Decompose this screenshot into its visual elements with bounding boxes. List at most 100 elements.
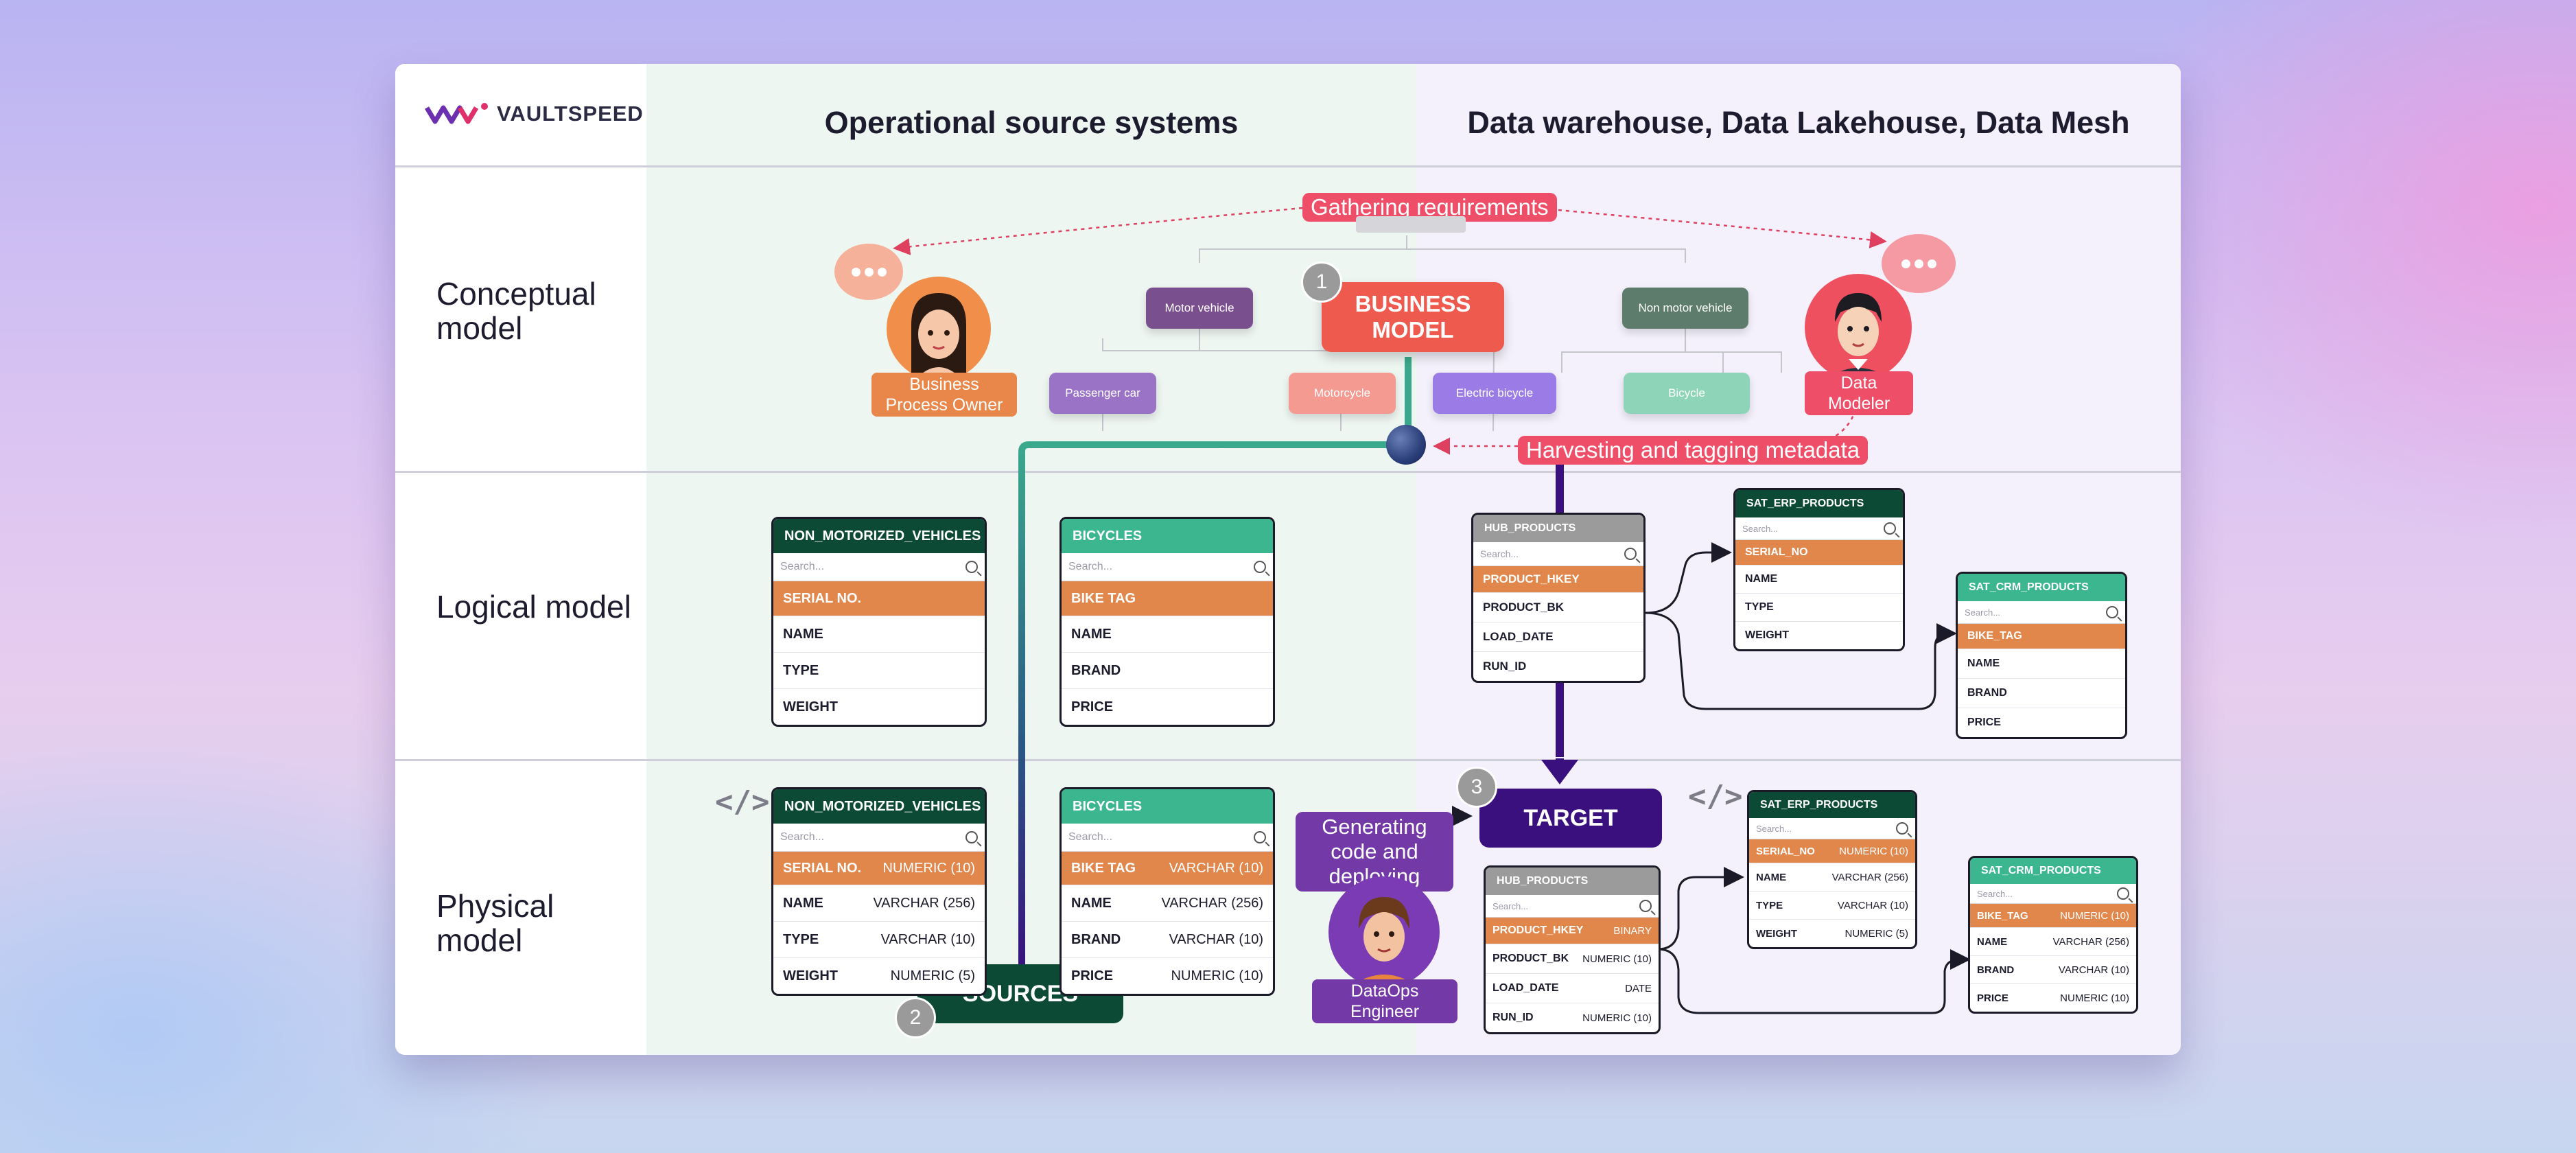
table-row: WEIGHT bbox=[1735, 622, 1903, 649]
table-title: NON_MOTORIZED_VEHICLES bbox=[773, 519, 985, 553]
table-row: SERIAL_NO NUMERIC (10) bbox=[1749, 839, 1915, 863]
field-name: LOAD_DATE bbox=[1483, 630, 1554, 643]
table-row: NAME bbox=[773, 616, 985, 653]
search-placeholder: Search... bbox=[1756, 823, 1792, 834]
code-icon: </> bbox=[1688, 779, 1743, 814]
node-motor-vehicle: Motor vehicle bbox=[1146, 288, 1253, 329]
table-title: HUB_PRODUCTS bbox=[1473, 515, 1643, 542]
vaultspeed-logo: VAULTSPEED bbox=[424, 101, 644, 127]
field-name: PRODUCT_HKEY bbox=[1492, 924, 1584, 936]
field-type: NUMERIC (10) bbox=[1171, 968, 1263, 983]
metadata-junction-node bbox=[1386, 425, 1426, 465]
search-icon bbox=[1639, 900, 1652, 912]
table-row: WEIGHT bbox=[773, 689, 985, 725]
node-passenger-car: Passenger car bbox=[1049, 373, 1156, 414]
field-name: NAME bbox=[1071, 895, 1112, 911]
target-box: TARGET bbox=[1479, 789, 1662, 848]
field-name: WEIGHT bbox=[1745, 629, 1789, 641]
dataops-engineer-avatar-icon bbox=[1349, 897, 1419, 988]
business-model-box: BUSINESS MODEL bbox=[1322, 282, 1504, 352]
search-icon bbox=[1254, 831, 1266, 843]
table-row: PRODUCT_BK bbox=[1473, 593, 1643, 622]
top-hierarchy-node bbox=[1356, 216, 1466, 233]
search-icon bbox=[965, 831, 978, 843]
field-name: PRICE bbox=[1071, 699, 1114, 714]
table-search[interactable]: Search... bbox=[1486, 895, 1659, 918]
field-name: SERIAL_NO bbox=[1745, 546, 1808, 558]
search-icon bbox=[2117, 887, 2129, 900]
table-row: NAME VARCHAR (256) bbox=[1062, 885, 1273, 922]
table-row: BRAND bbox=[1062, 653, 1273, 689]
table-search[interactable]: Search... bbox=[1062, 824, 1273, 852]
row-label-physical: Physical model bbox=[436, 888, 554, 958]
field-name: WEIGHT bbox=[783, 699, 838, 714]
field-name: WEIGHT bbox=[1756, 927, 1797, 940]
table-search[interactable]: Search... bbox=[1062, 553, 1273, 581]
table-search[interactable]: Search... bbox=[773, 824, 985, 852]
woman-avatar-icon bbox=[907, 293, 970, 381]
field-name: BRAND bbox=[1977, 964, 2015, 976]
table-row: PRICE bbox=[1062, 689, 1273, 725]
field-type: NUMERIC (10) bbox=[1839, 845, 1908, 857]
table-search[interactable]: Search... bbox=[1735, 517, 1903, 540]
step-1-badge: 1 bbox=[1301, 261, 1342, 303]
logical-table-sat-crm-products: SAT_CRM_PRODUCTS Search... BIKE_TAG NAME… bbox=[1956, 572, 2127, 739]
search-placeholder: Search... bbox=[780, 561, 825, 572]
search-placeholder: Search... bbox=[1068, 831, 1113, 843]
field-name: TYPE bbox=[1745, 601, 1774, 613]
table-row: RUN_ID bbox=[1473, 652, 1643, 681]
table-search[interactable]: Search... bbox=[1958, 601, 2125, 624]
field-type: VARCHAR (256) bbox=[1831, 871, 1908, 883]
field-name: BRAND bbox=[1967, 687, 2007, 699]
man-avatar-icon bbox=[1824, 293, 1893, 381]
field-type: VARCHAR (256) bbox=[1161, 895, 1263, 911]
logical-table-bicycles: BICYCLES Search... BIKE TAG NAME BRAND P… bbox=[1059, 517, 1275, 727]
generating-code-label: Generating code and deploying bbox=[1296, 812, 1453, 892]
table-search[interactable]: Search... bbox=[773, 553, 985, 581]
search-placeholder: Search... bbox=[780, 831, 825, 843]
table-title: NON_MOTORIZED_VEHICLES bbox=[773, 789, 985, 824]
table-row: PRICE bbox=[1958, 708, 2125, 737]
field-type: VARCHAR (10) bbox=[2058, 964, 2129, 976]
field-name: PRODUCT_BK bbox=[1492, 953, 1569, 964]
field-name: TYPE bbox=[783, 931, 819, 947]
field-name: NAME bbox=[1071, 626, 1112, 642]
table-row: BIKE_TAG bbox=[1958, 624, 2125, 649]
field-name: NAME bbox=[1977, 935, 2008, 948]
table-search[interactable]: Search... bbox=[1473, 542, 1643, 566]
field-name: NAME bbox=[1745, 573, 1778, 585]
field-type: BINARY bbox=[1613, 924, 1652, 937]
field-type: VARCHAR (10) bbox=[880, 931, 975, 947]
table-row: NAME bbox=[1062, 616, 1273, 653]
field-name: BIKE_TAG bbox=[1977, 909, 2028, 922]
table-row: TYPE VARCHAR (10) bbox=[773, 922, 985, 958]
table-row: SERIAL NO. bbox=[773, 581, 985, 616]
field-name: RUN_ID bbox=[1483, 660, 1527, 673]
field-name: RUN_ID bbox=[1492, 1012, 1534, 1023]
table-row: NAME bbox=[1735, 566, 1903, 594]
divider-header bbox=[395, 165, 2181, 167]
search-placeholder: Search... bbox=[1977, 888, 2013, 899]
field-name: PRODUCT_BK bbox=[1483, 601, 1565, 614]
field-name: WEIGHT bbox=[783, 968, 838, 983]
table-row: PRODUCT_HKEY bbox=[1473, 566, 1643, 593]
table-row: SERIAL_NO bbox=[1735, 540, 1903, 566]
logical-table-non-motorized-vehicles: NON_MOTORIZED_VEHICLES Search... SERIAL … bbox=[771, 517, 987, 727]
table-search[interactable]: Search... bbox=[1749, 818, 1915, 839]
divider-conceptual bbox=[395, 471, 2181, 473]
table-title: SAT_ERP_PRODUCTS bbox=[1749, 792, 1915, 818]
field-name: SERIAL_NO bbox=[1756, 845, 1815, 857]
node-motorcycle: Motorcycle bbox=[1289, 373, 1396, 414]
table-row: BIKE TAG bbox=[1062, 581, 1273, 616]
source-column-title: Operational source systems bbox=[824, 105, 1239, 140]
speech-bubble-icon bbox=[834, 244, 903, 300]
field-name: BRAND bbox=[1071, 931, 1121, 947]
table-search[interactable]: Search... bbox=[1970, 884, 2136, 904]
target-column-title: Data warehouse, Data Lakehouse, Data Mes… bbox=[1467, 105, 2130, 140]
physical-table-non-motorized-vehicles: NON_MOTORIZED_VEHICLES Search... SERIAL … bbox=[771, 787, 987, 996]
field-name: TYPE bbox=[783, 662, 819, 678]
